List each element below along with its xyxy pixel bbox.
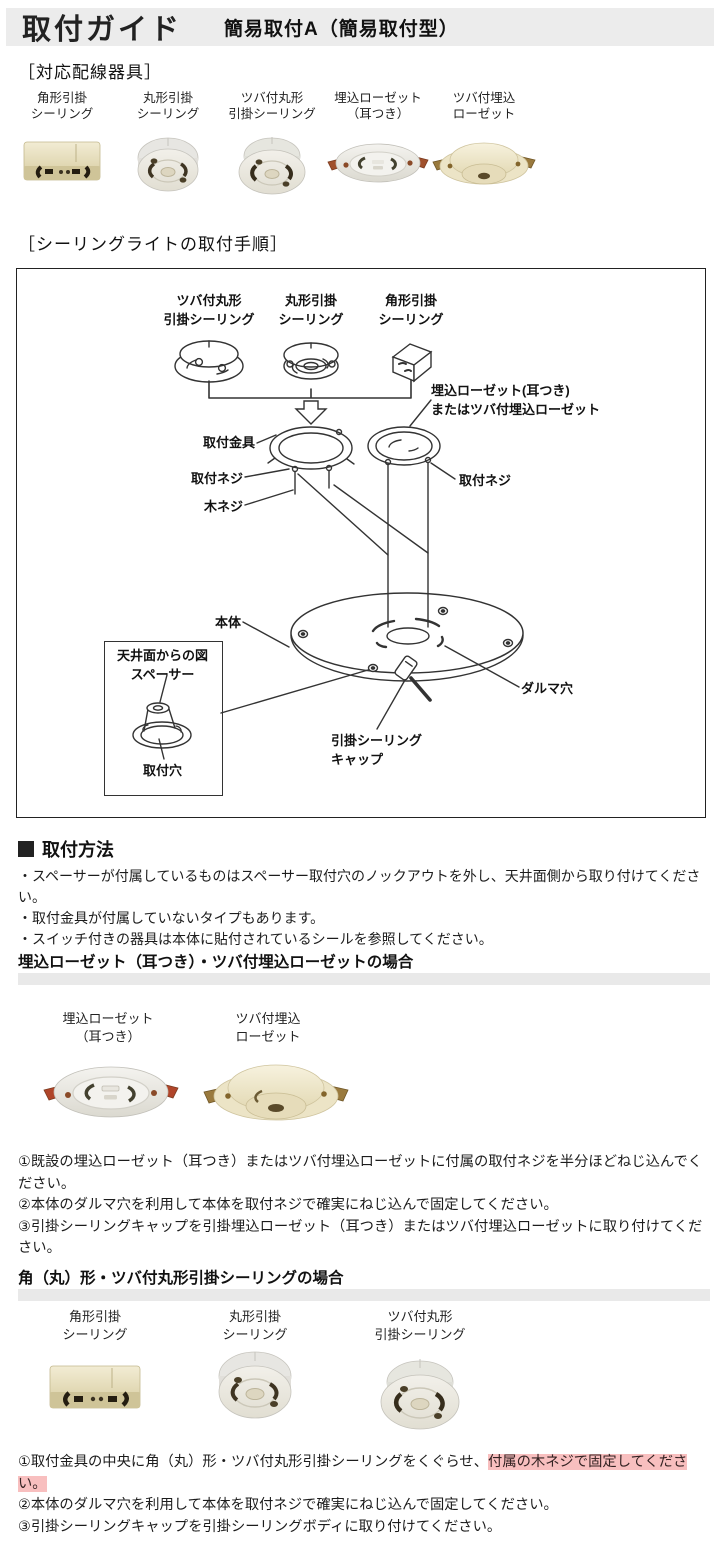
embedded-rosette-ears-photo [327,143,429,183]
case2-heading-band [18,1289,710,1301]
method-heading: 取付方法 [18,836,114,862]
compatible-devices-heading: ［対応配線器具］ [18,63,162,82]
bullet-line: ・スペーサーが付属しているものはスペーサー取付穴のノックアウトを外し、天井面側か… [18,868,701,905]
bullet-line: ・スイッチ付きの器具は本体に貼付されているシールを参照してください。 [18,931,493,947]
device-flanged-round-hook-ceiling: ツバ付丸形引掛シーリング [217,90,327,205]
diagram-line-art [132,340,524,760]
round-hook-photo-large [218,1351,292,1419]
label-wood-screw: 木ネジ [203,499,243,514]
step-line: ①取付金具の中央に角（丸）形・ツバ付丸形引掛シーリングをくぐらせ、付属の木ネジで… [18,1454,688,1492]
label-spacer: スペーサー [130,667,195,682]
device-round-hook-ceiling: 丸形引掛シーリング [113,90,223,205]
device-label: ツバ付丸形 [240,91,304,105]
step-line: ②本体のダルマ穴を利用して本体を取付ネジで確実にねじ込んで固定してください。 [18,1497,558,1513]
flanged-round-hook-photo-large [380,1359,460,1430]
label-mount-hole: 取付穴 [142,763,182,778]
label-round: 丸形引掛シーリング [278,293,344,327]
case2-heading: 角（丸）形・ツバ付丸形引掛シーリングの場合 [18,1270,344,1287]
label-daruma-hole: ダルマ穴 [521,681,574,696]
case1-rosette-ears: 埋込ローゼット（耳つき） [38,1010,179,1137]
flanged-round-hook-ceiling-photo [238,137,306,195]
bullet-line: ・取付金具が付属していないタイプもあります。 [18,910,325,926]
step-line: ②本体のダルマ穴を利用して本体を取付ネジで確実にねじ込んで固定してください。 [18,1197,558,1213]
label-flanged-round: ツバ付丸形引掛シーリング [163,293,255,327]
case1-heading-band [18,973,710,985]
case2-square: 角形引掛シーリング [25,1308,165,1429]
device-label: ツバ付埋込 [452,91,516,105]
label-main-body: 本体 [214,615,241,630]
device-square-hook-ceiling: 角形引掛シーリング [7,90,117,201]
step-line: ③引掛シーリングキャップを引掛シーリングボディに取り付けてください。 [18,1518,502,1535]
device-embedded-rosette-ears: 埋込ローゼット（耳つき） [320,90,436,199]
flanged-embedded-rosette-photo [432,142,536,185]
device-label: 角形引掛 [36,91,87,105]
label-mounting-screw-right: 取付ネジ [459,473,512,488]
device-flanged-embedded-rosette: ツバ付埋込ローゼット [426,90,542,203]
case1-heading: 埋込ローゼット（耳つき）・ツバ付埋込ローゼットの場合 [18,954,414,971]
case2-round: 丸形引掛シーリング [185,1308,325,1435]
inset-title: 天井面からの図 [116,648,208,663]
rosette-ears-photo-large [43,1066,179,1118]
heading-square-icon [18,841,34,857]
label-hook-cap: 引掛シーリングキャップ [331,733,423,767]
case2-steps: ①取付金具の中央に角（丸）形・ツバ付丸形引掛シーリングをくぐらせ、付属の木ネジで… [18,1452,712,1538]
step-line: ①既設の埋込ローゼット（耳つき）またはツバ付埋込ローゼットに付属の取付ネジを半分… [18,1154,703,1192]
label-mounting-screw-left: 取付ネジ [190,471,243,486]
step-line: ③引掛シーリングキャップを引掛埋込ローゼット（耳つき）またはツバ付埋込ローゼット… [18,1218,703,1257]
square-hook-ceiling-photo [23,141,101,181]
page-title: 取付ガイド [22,12,183,46]
procedure-heading: ［シーリングライトの取付手順］ [18,235,288,254]
ceiling-view-inset [104,641,223,796]
label-mounting-bracket: 取付金具 [202,435,255,450]
device-label: 埋込ローゼット [334,91,422,105]
label-square: 角形引掛シーリング [378,293,444,327]
page-subtitle: 簡易取付A（簡易取付型） [224,18,459,40]
label-rosette: 埋込ローゼット(耳つき)またはツバ付埋込ローゼット [431,383,601,417]
square-hook-photo-large [49,1365,141,1409]
case1-steps: ①既設の埋込ローゼット（耳つき）またはツバ付埋込ローゼットに付属の取付ネジを半分… [18,1152,712,1260]
case2-flanged-round: ツバ付丸形引掛シーリング [350,1308,490,1447]
installation-diagram: ツバ付丸形引掛シーリング 丸形引掛シーリング 角形引掛シーリング 埋込ローゼット… [16,268,706,818]
header-band: 取付ガイド 簡易取付A（簡易取付型） [6,8,714,46]
device-label: 丸形引掛 [142,91,193,105]
method-bullets: ・スペーサーが付属しているものはスペーサー取付穴のノックアウトを外し、天井面側か… [18,866,710,950]
case1-flanged-rosette: ツバ付埋込ローゼット [198,1010,349,1143]
round-hook-ceiling-photo [137,137,199,192]
flanged-rosette-photo-large [203,1064,349,1121]
